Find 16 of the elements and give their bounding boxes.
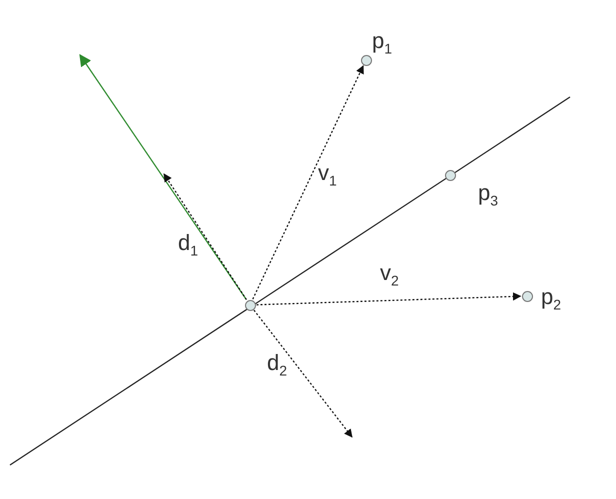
point-label: p$_{1}$ — [372, 30, 392, 56]
point-marker — [244, 300, 256, 310]
edge-label: v$_{1}$ — [318, 162, 337, 188]
edge-label: d$_{2}$ — [267, 352, 288, 378]
edge-label: d$_{1}$ — [178, 232, 198, 258]
point-label: p$_{3}$ — [478, 182, 498, 208]
point-marker — [522, 290, 532, 302]
arrow — [254, 310, 353, 438]
arrow — [256, 292, 522, 306]
edge-label: v$_{2}$ — [380, 262, 399, 288]
point-marker — [360, 54, 372, 66]
arrow — [164, 173, 247, 300]
arrow — [79, 54, 247, 300]
point-label: p$_{2}$ — [541, 286, 562, 312]
arrow — [252, 65, 364, 300]
point-marker — [444, 170, 456, 180]
